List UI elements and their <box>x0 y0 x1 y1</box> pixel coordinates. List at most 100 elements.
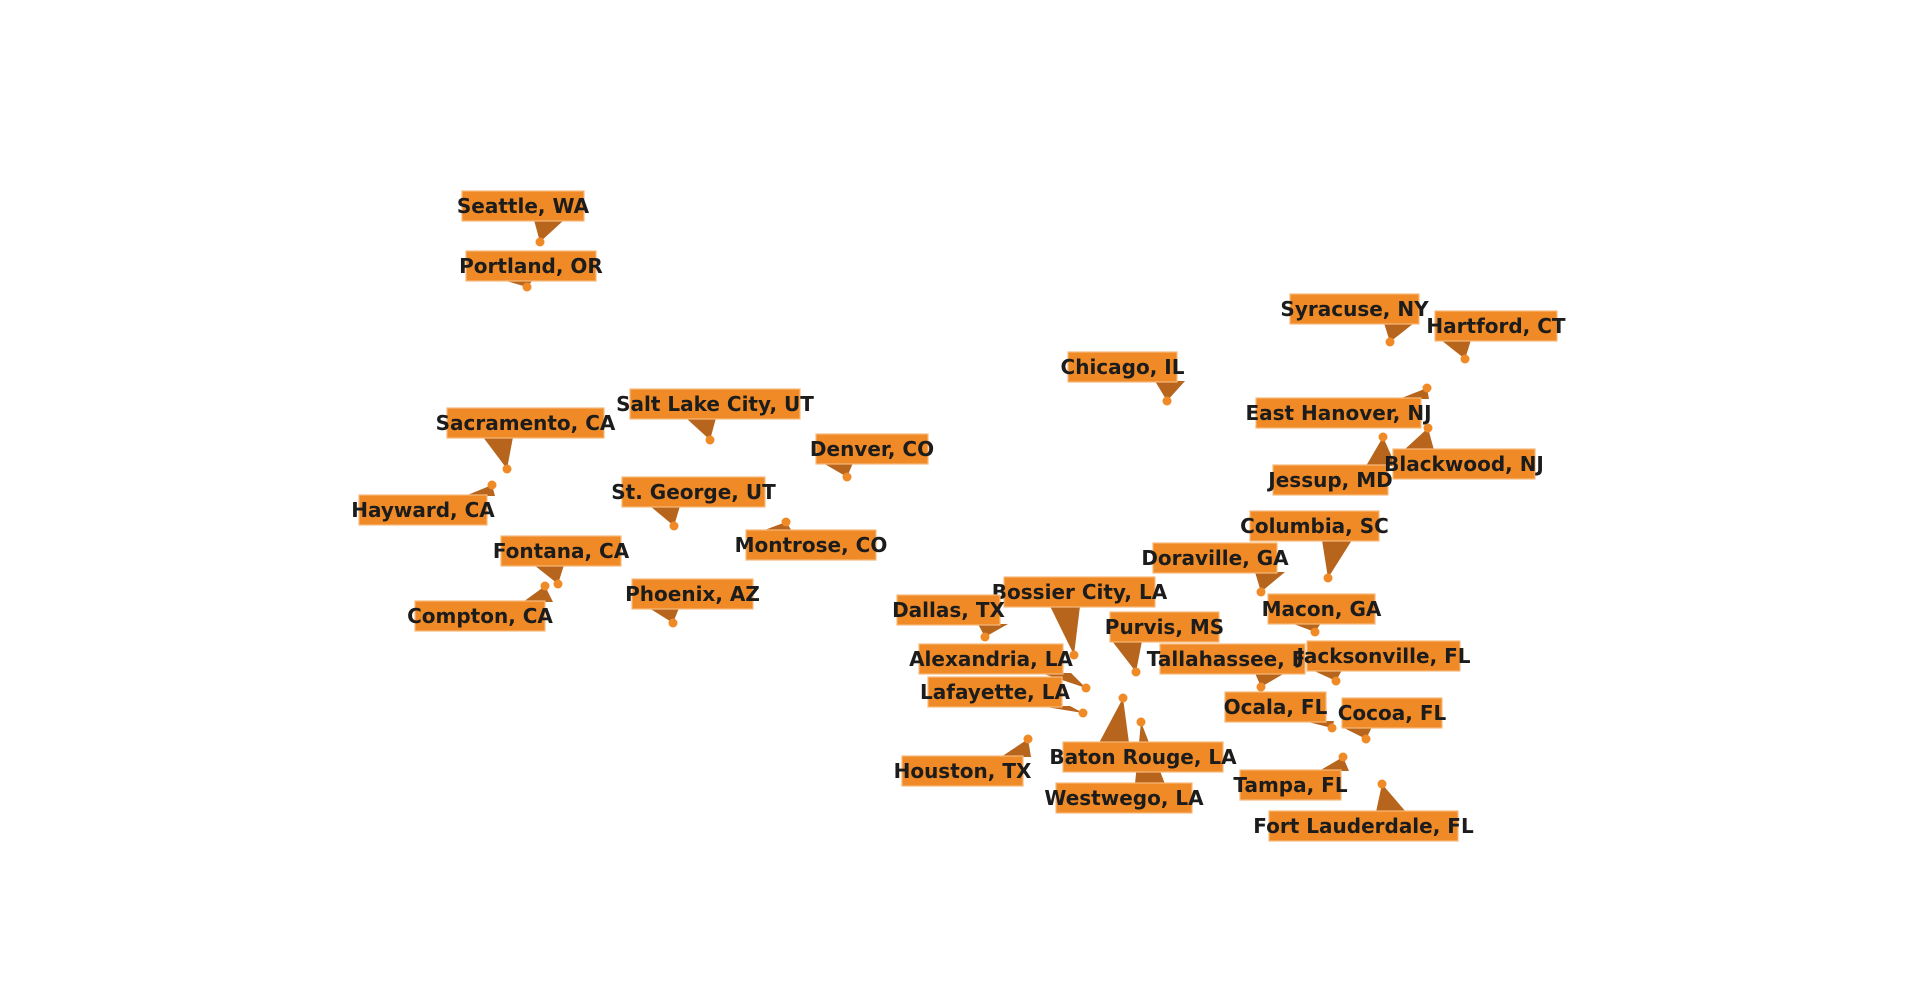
label-box <box>629 388 801 420</box>
label-box <box>1239 769 1342 801</box>
location-label-purvis-ms[interactable]: Purvis, MS <box>1105 611 1224 643</box>
city-dot-salt-lake-city-ut[interactable] <box>705 435 715 445</box>
city-dot-macon-ga[interactable] <box>1310 627 1320 637</box>
location-label-east-hanover-nj[interactable]: East Hanover, NJ <box>1245 397 1432 429</box>
location-label-doraville-ga[interactable]: Doraville, GA <box>1141 542 1289 574</box>
city-dot-lafayette-la[interactable] <box>1078 708 1088 718</box>
location-label-dallas-tx[interactable]: Dallas, TX <box>892 594 1005 626</box>
city-dot-doraville-ga[interactable] <box>1256 587 1266 597</box>
location-label-lafayette-la[interactable]: Lafayette, LA <box>920 676 1070 708</box>
location-label-sacramento-ca[interactable]: Sacramento, CA <box>436 407 616 439</box>
label-box <box>1306 640 1461 672</box>
city-dot-phoenix-az[interactable] <box>668 618 678 628</box>
label-box <box>446 407 605 439</box>
location-label-columbia-sc[interactable]: Columbia, SC <box>1240 510 1389 542</box>
location-label-hayward-ca[interactable]: Hayward, CA <box>351 494 495 526</box>
location-label-ocala-fl[interactable]: Ocala, FL <box>1224 691 1328 723</box>
location-label-phoenix-az[interactable]: Phoenix, AZ <box>625 578 760 610</box>
location-label-fontana-ca[interactable]: Fontana, CA <box>493 535 630 567</box>
location-label-tampa-fl[interactable]: Tampa, FL <box>1233 769 1348 801</box>
city-dot-tampa-fl[interactable] <box>1338 752 1348 762</box>
city-dot-east-hanover-nj[interactable] <box>1422 383 1432 393</box>
city-dot-columbia-sc[interactable] <box>1323 573 1333 583</box>
location-label-text: Denver, CO <box>810 437 934 461</box>
label-box <box>1003 576 1156 608</box>
city-dot-purvis-ms[interactable] <box>1131 667 1141 677</box>
location-label-text: Ocala, FL <box>1224 695 1328 719</box>
location-label-chicago-il[interactable]: Chicago, IL <box>1061 351 1185 383</box>
city-dot-sacramento-ca[interactable] <box>502 464 512 474</box>
location-label-text: Alexandria, LA <box>909 647 1073 671</box>
city-dot-portland-or[interactable] <box>522 282 532 292</box>
label-box <box>1255 397 1422 429</box>
city-dot-alexandria-la[interactable] <box>1081 683 1091 693</box>
city-dot-dallas-tx[interactable] <box>980 632 990 642</box>
location-label-houston-tx[interactable]: Houston, TX <box>894 755 1032 787</box>
location-label-denver-co[interactable]: Denver, CO <box>810 433 934 465</box>
city-dot-syracuse-ny[interactable] <box>1385 337 1395 347</box>
location-label-text: Houston, TX <box>894 759 1032 783</box>
location-label-fort-lauderdale-fl[interactable]: Fort Lauderdale, FL <box>1253 810 1474 842</box>
city-dot-montrose-co[interactable] <box>781 517 791 527</box>
location-label-bossier-city-la[interactable]: Bossier City, LA <box>992 576 1168 608</box>
location-label-westwego-la[interactable]: Westwego, LA <box>1044 782 1204 814</box>
city-dot-ocala-fl[interactable] <box>1327 723 1337 733</box>
location-label-portland-or[interactable]: Portland, OR <box>459 250 603 282</box>
city-dot-compton-ca[interactable] <box>540 581 550 591</box>
dot-layer <box>487 237 1470 789</box>
location-label-jessup-md[interactable]: Jessup, MD <box>1266 464 1393 496</box>
pointer-sacramento-ca <box>483 437 513 469</box>
city-dot-houston-tx[interactable] <box>1023 734 1033 744</box>
location-label-tallahassee-fl[interactable]: Tallahassee, FL <box>1147 643 1319 675</box>
city-dot-blackwood-nj[interactable] <box>1423 423 1433 433</box>
location-label-macon-ga[interactable]: Macon, GA <box>1262 593 1382 625</box>
location-label-hartford-ct[interactable]: Hartford, CT <box>1426 310 1566 342</box>
city-dot-tallahassee-fl[interactable] <box>1256 682 1266 692</box>
pointer-salt-lake-city-ut <box>686 418 716 440</box>
label-box <box>1055 782 1193 814</box>
label-box <box>1434 310 1558 342</box>
city-dot-fontana-ca[interactable] <box>553 579 563 589</box>
location-label-text: Tampa, FL <box>1233 773 1347 797</box>
city-dot-cocoa-fl[interactable] <box>1361 734 1371 744</box>
city-dot-hartford-ct[interactable] <box>1460 354 1470 364</box>
location-label-salt-lake-city-ut[interactable]: Salt Lake City, UT <box>616 388 814 420</box>
location-label-st-george-ut[interactable]: St. George, UT <box>611 476 776 508</box>
location-label-text: Portland, OR <box>459 254 603 278</box>
location-label-seattle-wa[interactable]: Seattle, WA <box>457 190 590 222</box>
pointer-doraville-ga <box>1255 572 1285 592</box>
location-label-jacksonville-fl[interactable]: Jacksonville, FL <box>1294 640 1471 672</box>
city-dot-jessup-md[interactable] <box>1378 432 1388 442</box>
location-label-alexandria-la[interactable]: Alexandria, LA <box>909 643 1073 675</box>
city-dot-westwego-la[interactable] <box>1136 717 1146 727</box>
label-box <box>1267 593 1376 625</box>
location-label-text: Compton, CA <box>407 604 553 628</box>
location-label-cocoa-fl[interactable]: Cocoa, FL <box>1338 697 1447 729</box>
pointer-bossier-city-la <box>1050 606 1080 655</box>
pointer-baton-rouge-la <box>1099 698 1129 743</box>
location-label-text: Baton Rouge, LA <box>1049 745 1237 769</box>
city-dot-jacksonville-fl[interactable] <box>1331 676 1341 686</box>
location-label-text: Bossier City, LA <box>992 580 1168 604</box>
location-label-montrose-co[interactable]: Montrose, CO <box>735 529 888 561</box>
city-dot-hayward-ca[interactable] <box>487 480 497 490</box>
city-dot-denver-co[interactable] <box>842 472 852 482</box>
location-label-syracuse-ny[interactable]: Syracuse, NY <box>1280 293 1429 325</box>
location-label-blackwood-nj[interactable]: Blackwood, NJ <box>1384 448 1544 480</box>
city-dot-seattle-wa[interactable] <box>535 237 545 247</box>
pointer-fontana-ca <box>534 565 564 584</box>
city-dot-bossier-city-la[interactable] <box>1069 650 1079 660</box>
location-label-compton-ca[interactable]: Compton, CA <box>407 600 553 632</box>
city-dot-baton-rouge-la[interactable] <box>1118 693 1128 703</box>
city-dot-chicago-il[interactable] <box>1162 396 1172 406</box>
location-label-baton-rouge-la[interactable]: Baton Rouge, LA <box>1049 741 1237 773</box>
label-box <box>745 529 877 561</box>
label-box <box>1268 810 1459 842</box>
label-box <box>901 755 1024 787</box>
location-label-text: Lafayette, LA <box>920 680 1070 704</box>
city-dot-st-george-ut[interactable] <box>669 521 679 531</box>
city-dot-fort-lauderdale-fl[interactable] <box>1377 779 1387 789</box>
label-box <box>896 594 1001 626</box>
